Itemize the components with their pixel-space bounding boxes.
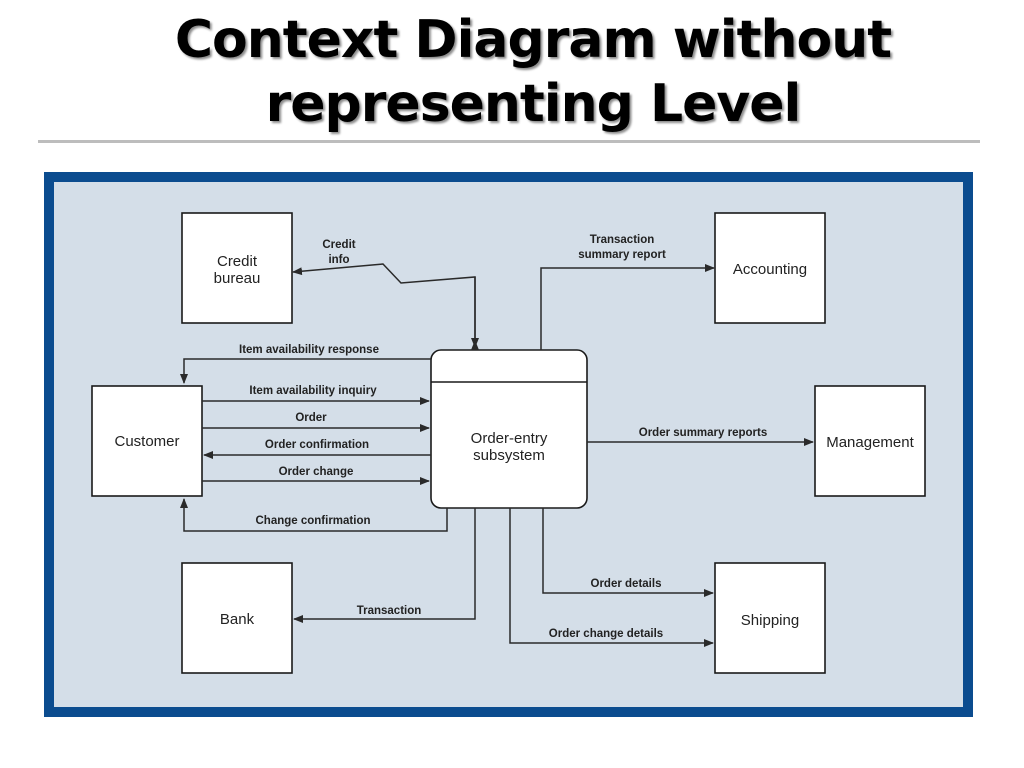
- process-label-2: subsystem: [473, 447, 545, 464]
- entity-shipping-label: Shipping: [741, 612, 799, 629]
- flow-order-summary-reports-label: Order summary reports: [639, 427, 767, 439]
- flow-item-availability-response: Item availability response: [180, 344, 431, 384]
- flow-order-change: Order change: [202, 466, 430, 485]
- entity-credit-bureau-label-2: bureau: [214, 270, 261, 287]
- flow-credit-info-label-2: info: [328, 254, 349, 266]
- entity-customer: Customer: [91, 385, 203, 497]
- flow-item-availability-inquiry-label: Item availability inquiry: [249, 385, 377, 397]
- flow-transaction-summary-label-2: summary report: [578, 249, 666, 261]
- diagram-frame: Credit bureau Accounting Customer Manage…: [44, 172, 973, 717]
- flow-credit-info-label-1: Credit: [322, 239, 355, 251]
- flow-order-summary-reports: Order summary reports: [587, 427, 814, 446]
- entity-management: Management: [814, 385, 926, 497]
- flow-item-availability-inquiry: Item availability inquiry: [202, 385, 430, 405]
- flow-order-confirmation-label: Order confirmation: [265, 439, 369, 451]
- context-diagram: Credit bureau Accounting Customer Manage…: [91, 212, 926, 674]
- process-label-1: Order-entry: [471, 430, 548, 447]
- entity-management-label: Management: [826, 434, 914, 451]
- flow-order-details-label: Order details: [591, 578, 662, 590]
- slide-title-line-1: Context Diagram without: [174, 10, 892, 70]
- flow-credit-info: Credit info: [292, 239, 479, 350]
- slide-title: Context Diagram without representing Lev…: [40, 8, 1024, 136]
- flow-order-change-details: Order change details: [509, 508, 714, 647]
- flow-order: Order: [202, 412, 430, 432]
- flow-item-availability-response-label: Item availability response: [239, 344, 379, 356]
- flow-order-confirmation: Order confirmation: [203, 439, 431, 459]
- title-divider: [38, 140, 980, 143]
- diagram-canvas: Credit bureau Accounting Customer Manage…: [54, 182, 963, 707]
- flow-order-change-label: Order change: [279, 466, 354, 478]
- flow-change-confirmation-label: Change confirmation: [255, 515, 370, 527]
- entity-bank: Bank: [181, 562, 293, 674]
- flow-transaction-label: Transaction: [357, 605, 422, 617]
- slide-title-line-2: representing Level: [265, 74, 802, 134]
- flow-order-label: Order: [295, 412, 327, 424]
- entity-bank-label: Bank: [220, 611, 255, 628]
- entity-shipping: Shipping: [714, 562, 826, 674]
- entity-customer-label: Customer: [114, 433, 179, 450]
- process-order-entry: Order-entry subsystem: [430, 349, 588, 509]
- entity-credit-bureau-label-1: Credit: [217, 253, 258, 270]
- entity-credit-bureau: Credit bureau: [181, 212, 293, 324]
- flow-change-confirmation: Change confirmation: [180, 498, 448, 532]
- flow-order-details: Order details: [542, 508, 714, 597]
- flow-transaction-summary-report: Transaction summary report: [540, 234, 715, 350]
- entity-accounting: Accounting: [714, 212, 826, 324]
- flow-transaction: Transaction: [293, 508, 476, 623]
- flow-transaction-summary-label-1: Transaction: [590, 234, 655, 246]
- flow-order-change-details-label: Order change details: [549, 628, 663, 640]
- entity-accounting-label: Accounting: [733, 261, 807, 278]
